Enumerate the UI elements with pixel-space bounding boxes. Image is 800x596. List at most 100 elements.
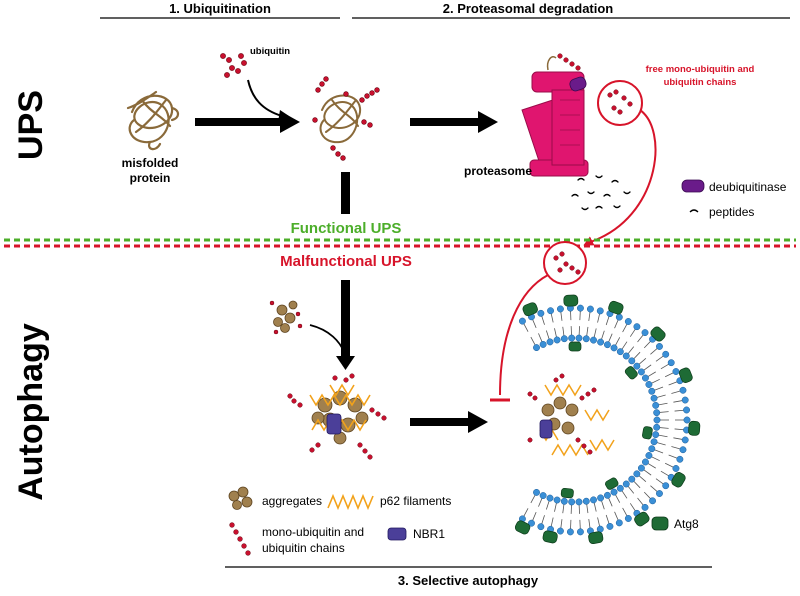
proteasome-icon xyxy=(521,53,589,177)
lipid-head xyxy=(672,368,680,375)
misfolded-label-line2: protein xyxy=(130,171,171,185)
atg8-icon xyxy=(563,294,579,307)
misfolded-protein-icon xyxy=(126,90,180,151)
lipid-head xyxy=(539,340,547,348)
header-ubiquitination: 1. Ubiquitination xyxy=(169,1,271,16)
lipid-head xyxy=(546,338,554,346)
ubiquitin-label: ubiquitin xyxy=(250,46,290,57)
lipid-head xyxy=(560,497,568,505)
lipid-head xyxy=(656,343,663,350)
functional-label-bg xyxy=(268,218,418,236)
lipid-head xyxy=(681,396,689,404)
atg8-icon xyxy=(624,366,638,380)
free-ubiquitin-flow-arrow xyxy=(583,109,657,246)
lipid-head xyxy=(616,348,624,356)
arrow-ubiquitination xyxy=(195,111,300,133)
lipid-head xyxy=(622,352,630,360)
aggregate-small-icon xyxy=(269,300,303,335)
lipid-head xyxy=(556,305,564,313)
lipid-head xyxy=(586,305,594,313)
lipid-head xyxy=(575,334,583,342)
free-ubiquitin-label-line2: ubiquitin chains xyxy=(664,77,737,88)
lipid-head xyxy=(622,480,630,488)
lipid-head xyxy=(648,445,656,453)
lipid-head xyxy=(649,497,657,505)
proteasome-label: proteasome xyxy=(464,164,532,178)
atg8-icon xyxy=(605,477,619,490)
lipid-head xyxy=(566,528,574,536)
lipid-head xyxy=(610,344,618,352)
malfunctional-ups-label: Malfunctional UPS xyxy=(280,253,412,270)
atg8-icon xyxy=(514,520,531,535)
lipid-head xyxy=(556,527,564,535)
lipid-head xyxy=(645,452,653,459)
inhibition-line xyxy=(499,274,549,396)
lipid-head xyxy=(652,431,660,439)
vertical-connector-bottom xyxy=(341,280,350,358)
lipid-head xyxy=(650,438,658,446)
lipid-head xyxy=(590,496,597,504)
lipid-head xyxy=(575,498,583,506)
lipid-head xyxy=(672,465,680,472)
phagophore-membrane-icon xyxy=(518,304,691,536)
lipid-head xyxy=(603,341,611,349)
autophagosome-cargo-icon xyxy=(527,373,615,457)
atg8-legend-icon xyxy=(651,516,669,531)
lipid-head xyxy=(637,464,645,472)
lipid-head xyxy=(616,484,624,492)
lipid-head xyxy=(641,329,649,337)
peptides-legend-label: peptides xyxy=(709,205,754,219)
lipid-head xyxy=(662,482,670,490)
lipid-head xyxy=(603,491,611,499)
lipid-head xyxy=(633,362,641,370)
atg8-proteins xyxy=(514,294,701,545)
atg8-icon xyxy=(560,487,574,499)
ubiquitin-chains-legend-icon xyxy=(229,522,251,556)
ubiquitin-curve-arrow xyxy=(247,79,283,117)
lipid-head xyxy=(652,401,660,409)
lipid-head xyxy=(597,494,605,502)
ubiquitin-dots-icon xyxy=(220,53,247,78)
free-ubiquitin-circle-top xyxy=(597,80,643,126)
lipid-head xyxy=(560,335,568,343)
lipid-head xyxy=(637,368,645,376)
lipid-head xyxy=(610,488,618,496)
lipid-head xyxy=(667,359,675,367)
header-proteasomal-degradation: 2. Proteasomal degradation xyxy=(443,1,614,16)
atg8-icon xyxy=(688,420,701,436)
lipid-head xyxy=(633,470,641,478)
arrow-to-autophagosome xyxy=(410,411,488,433)
deubiquitinase-legend-label: deubiquitinase xyxy=(709,180,787,194)
p62-legend-label: p62 filaments xyxy=(380,494,451,508)
lipid-head xyxy=(537,523,545,531)
lipid-head xyxy=(596,307,604,315)
header-selective-autophagy: 3. Selective autophagy xyxy=(398,573,539,588)
nbr1-legend-label: NBR1 xyxy=(413,527,445,541)
aggregates-legend-label: aggregates xyxy=(262,494,322,508)
vertical-arrow-head xyxy=(336,356,355,370)
lipid-head xyxy=(553,336,561,344)
lipid-head xyxy=(615,313,623,321)
atg8-icon xyxy=(678,367,693,383)
lipid-head xyxy=(645,381,653,388)
lipid-head xyxy=(553,496,561,504)
lipid-head xyxy=(615,519,623,527)
free-ubiquitin-label-line1: free mono-ubiquitin and xyxy=(646,64,755,75)
lipid-head xyxy=(683,406,691,414)
lipid-head xyxy=(539,492,547,500)
lipid-head xyxy=(533,488,540,496)
lipid-head xyxy=(576,528,584,536)
lipid-head xyxy=(590,336,597,344)
lipid-head xyxy=(641,458,649,466)
lipid-head xyxy=(641,503,649,511)
peptides-legend-icon xyxy=(689,209,699,213)
vertical-connector-top xyxy=(341,172,350,214)
lipid-head xyxy=(653,409,661,417)
lipid-head xyxy=(656,490,663,497)
lipid-head xyxy=(633,323,641,331)
lipid-head xyxy=(533,344,540,352)
lipid-head xyxy=(547,307,555,315)
free-ubiquitin-dots-top xyxy=(607,89,633,115)
lipid-head xyxy=(624,318,632,325)
